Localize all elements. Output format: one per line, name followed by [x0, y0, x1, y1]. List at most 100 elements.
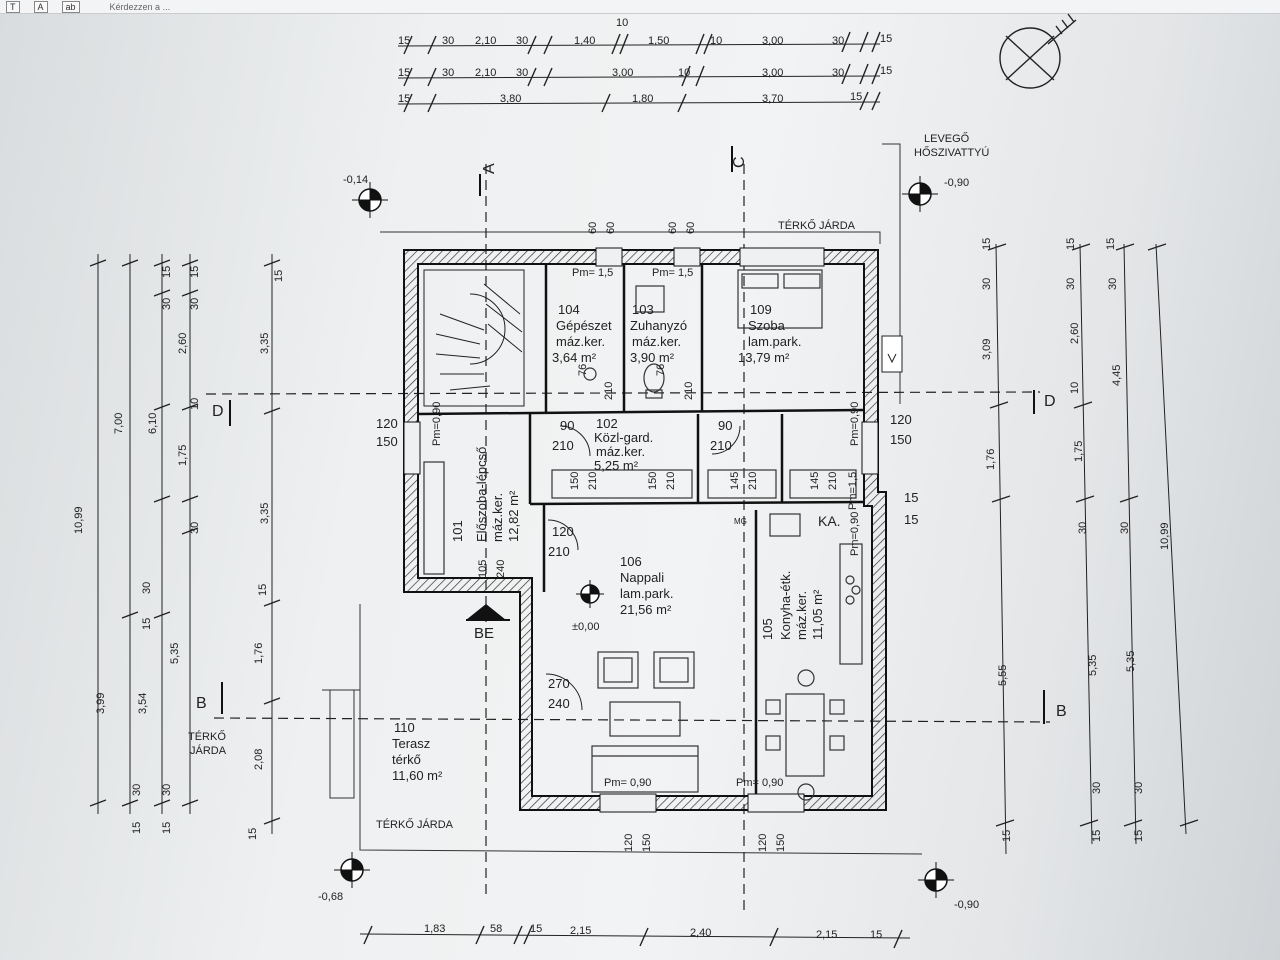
mg-label: MG	[734, 517, 747, 526]
levego-label: HŐSZIVATTYÚ	[914, 145, 989, 159]
room-label-110: 110 Terasz térkő 11,60 m²	[392, 720, 443, 783]
opening-label: 150	[890, 432, 912, 447]
room-label-104: 104 Gépészet máz.ker. 3,64 m²	[552, 302, 612, 365]
room-name: Szoba	[748, 318, 786, 333]
opening-label: 120	[552, 524, 574, 539]
dim-label: 3,35	[259, 503, 271, 524]
pm-label: Pm= 1,5	[572, 267, 613, 279]
dim-label: 30	[832, 67, 844, 79]
section-d-label: D	[212, 403, 224, 420]
dim-label: 1,75	[1073, 441, 1085, 462]
top-dim-row0-labels: 15 30 2,10 30 1,40 1,50 10 3,00 30 15 10	[398, 17, 892, 47]
opening-label: 210	[603, 382, 615, 400]
opening-label: 240	[548, 696, 570, 711]
room-label-103: 103 Zuhanyzó máz.ker. 3,90 m²	[630, 302, 687, 365]
room-number: 110	[394, 720, 415, 735]
top-dim-row2-labels: 15 3,80 1,80 3,70 15	[398, 91, 862, 105]
opening-label: 210	[665, 472, 677, 490]
section-markers	[221, 146, 1045, 724]
top-dimension-chains	[397, 31, 881, 113]
room-name: Terasz	[392, 736, 430, 751]
dim-label: 30	[189, 298, 201, 310]
left-dim-labels: 10,99 7,00 6,10 2,60 1,75 3,35 3,35 1,76…	[73, 266, 285, 840]
north-arrow-icon	[999, 13, 1077, 89]
room-number: 102	[596, 416, 618, 431]
room-number: 101	[450, 520, 465, 542]
dim-label: 2,08	[253, 749, 265, 770]
dim-label: 30	[1077, 522, 1089, 534]
dim-label: 2,15	[570, 925, 591, 937]
dim-label: 30	[141, 582, 153, 594]
dim-label: 10,99	[1159, 522, 1171, 550]
dim-label: 15	[161, 822, 173, 834]
room-label-102: 102 Közl-gard. máz.ker. 5,25 m²	[594, 416, 653, 473]
opening-label: 270	[548, 676, 570, 691]
dim-label: 10	[1069, 382, 1081, 394]
window-openings	[403, 247, 879, 813]
dim-label: 1,76	[985, 449, 997, 470]
opening-label: 210	[747, 472, 759, 490]
dim-label: 5,35	[169, 643, 181, 664]
room-name: Nappali	[620, 570, 664, 585]
text-tool-button[interactable]: T	[6, 0, 20, 13]
opening-label: 150	[647, 472, 659, 490]
dim-label: 30	[832, 35, 844, 47]
opening-label: 150	[641, 834, 653, 852]
pm-label: Pm=0,90	[431, 402, 443, 446]
room-name: Gépészet	[556, 318, 612, 333]
opening-label: 60	[587, 222, 599, 234]
dim-label: 30	[189, 522, 201, 534]
dim-label: 15	[850, 91, 862, 103]
opening-label: 15	[904, 512, 918, 527]
level-marker-se: -0,90	[918, 862, 979, 911]
dim-label: 1,50	[648, 35, 669, 47]
opening-label: 76	[577, 364, 589, 376]
room-number: 104	[558, 302, 580, 317]
room-area: 3,64 m²	[552, 350, 597, 365]
dim-label: 15	[870, 929, 882, 941]
dim-label: 5,35	[1087, 655, 1099, 676]
dim-label: 3,00	[762, 67, 783, 79]
opening-label: 105	[477, 560, 489, 578]
dim-label: 15	[161, 266, 173, 278]
room-area: 13,79 m²	[738, 350, 790, 365]
dim-label: 15	[1001, 830, 1013, 842]
opening-label: 145	[729, 472, 741, 490]
dim-label: 3,09	[981, 339, 993, 360]
opening-label: 210	[548, 544, 570, 559]
room-floor: lam.park.	[748, 334, 801, 349]
top-dim-row1-labels: 15 30 2,10 30 3,00 10 3,00 30 15	[398, 65, 892, 79]
room-floor: lam.park.	[620, 586, 673, 601]
dim-label: 15	[1091, 830, 1103, 842]
left-dimension-chains	[89, 254, 281, 834]
site-outline	[322, 143, 923, 855]
dim-label: 10	[189, 398, 201, 410]
opening-label: 145	[809, 472, 821, 490]
dim-label: 30	[516, 35, 528, 47]
dim-label: 7,00	[113, 413, 125, 434]
dim-label: 15	[398, 35, 410, 47]
opening-label: 76	[655, 364, 667, 376]
opening-label: 150	[775, 834, 787, 852]
dim-label: 15	[398, 93, 410, 105]
dim-label: 3,35	[259, 333, 271, 354]
dim-label: 30	[1091, 782, 1103, 794]
section-a-label: A	[481, 163, 498, 174]
ka-label: KA.	[818, 513, 841, 529]
section-d-label: D	[1044, 393, 1056, 410]
font-size-button[interactable]: A	[33, 0, 48, 13]
dim-label: 30	[161, 784, 173, 796]
dim-label: 15	[398, 67, 410, 79]
room-name: Előszoba-lépcső	[474, 447, 489, 542]
dim-label: 3,80	[500, 93, 521, 105]
dim-label: 15	[189, 266, 201, 278]
terko-left-label: JÁRDA	[190, 744, 227, 757]
dim-label: 2,10	[475, 35, 496, 47]
pm-label: Pm=0,90	[849, 512, 861, 556]
spellcheck-button[interactable]: ab	[61, 0, 80, 13]
dim-label: 2,60	[177, 333, 189, 354]
room-area: 11,05 m²	[810, 589, 825, 640]
pm-label: Pm=0,90	[849, 402, 861, 446]
opening-label: 120	[376, 416, 398, 431]
